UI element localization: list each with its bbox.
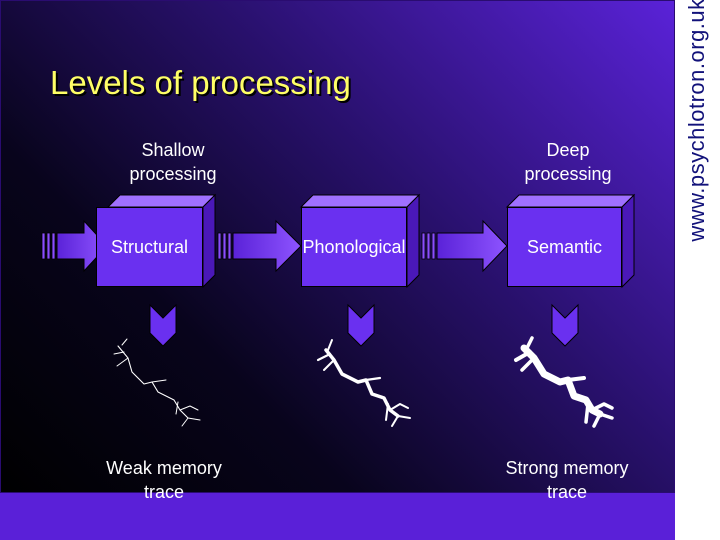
strong-trace-neuron-icon (516, 338, 612, 426)
weak-trace-label: Weak memory trace (64, 456, 264, 504)
strong-trace-label: Strong memory trace (467, 456, 667, 504)
weak-trace-neuron-icon (114, 339, 200, 426)
down-chevron-structural (150, 305, 176, 346)
weak-trace-label-line-2: trace (64, 480, 264, 504)
box-structural: Structural (96, 207, 203, 287)
side-url: www.psychlotron.org.uk (684, 0, 710, 242)
arrow-structural-to-phonological (218, 221, 301, 271)
weak-trace-label-line-1: Weak memory (64, 456, 264, 480)
strong-trace-label-line-2: trace (467, 480, 667, 504)
box-phonological: Phonological (301, 207, 407, 287)
arrow-phonological-to-semantic (422, 221, 507, 271)
down-chevron-phonological (348, 305, 374, 346)
strong-trace-label-line-1: Strong memory (467, 456, 667, 480)
medium-trace-neuron-icon (318, 340, 410, 426)
down-chevron-semantic (552, 305, 578, 346)
box-semantic: Semantic (507, 207, 622, 287)
